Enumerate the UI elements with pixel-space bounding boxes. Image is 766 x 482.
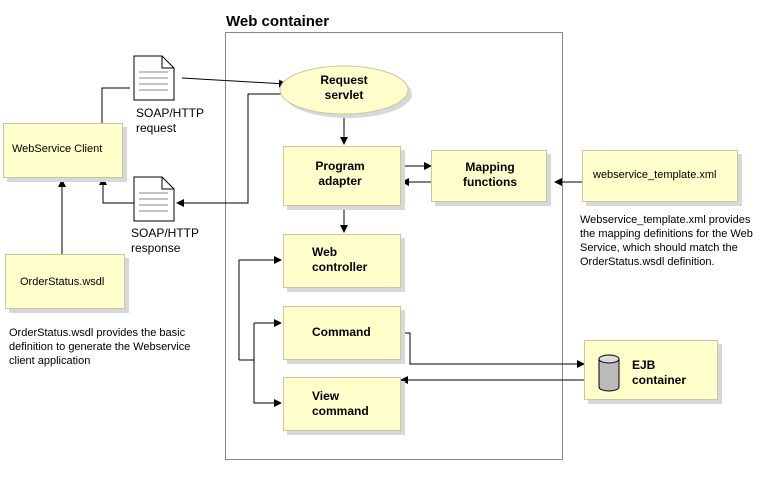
- soap-response-document-icon: [133, 176, 175, 222]
- wsdl-box: OrderStatus.wsdl: [5, 254, 125, 309]
- soap-request-document-icon: [133, 55, 175, 101]
- mapping-functions-box: Mapping functions: [431, 150, 547, 202]
- wsdl-label: OrderStatus.wsdl: [20, 276, 105, 288]
- view-command-label: View command: [312, 389, 369, 418]
- webservice-template-label: webservice_template.xml: [593, 169, 717, 181]
- command-box: Command: [283, 306, 401, 360]
- view-command-box: View command: [283, 377, 401, 431]
- mapping-functions-label: Mapping functions: [463, 160, 517, 189]
- database-icon: [598, 354, 620, 392]
- web-container-title: Web container: [226, 13, 330, 30]
- ejb-container-label: EJB container: [632, 358, 687, 387]
- web-controller-box: Web controller: [283, 234, 401, 288]
- command-label: Command: [312, 325, 371, 339]
- webservice-template-box: webservice_template.xml: [582, 150, 738, 202]
- template-note: Webservice_template.xml provides the map…: [580, 214, 753, 268]
- webservice-client-box: WebService Client: [3, 123, 123, 178]
- program-adapter-label: Program adapter: [315, 159, 365, 188]
- web-container-frame: [225, 32, 563, 460]
- program-adapter-box: Program adapter: [283, 146, 401, 206]
- request-servlet-label: Request servlet: [320, 73, 368, 102]
- soap-response-label: SOAP/HTTP response: [131, 226, 200, 255]
- soap-request-label: SOAP/HTTP request: [136, 106, 205, 135]
- webservice-client-label: WebService Client: [12, 143, 103, 155]
- wsdl-note: OrderStatus.wsdl provides the basic defi…: [9, 327, 191, 367]
- web-controller-label: Web controller: [312, 245, 368, 274]
- request-servlet-shape: [279, 65, 409, 115]
